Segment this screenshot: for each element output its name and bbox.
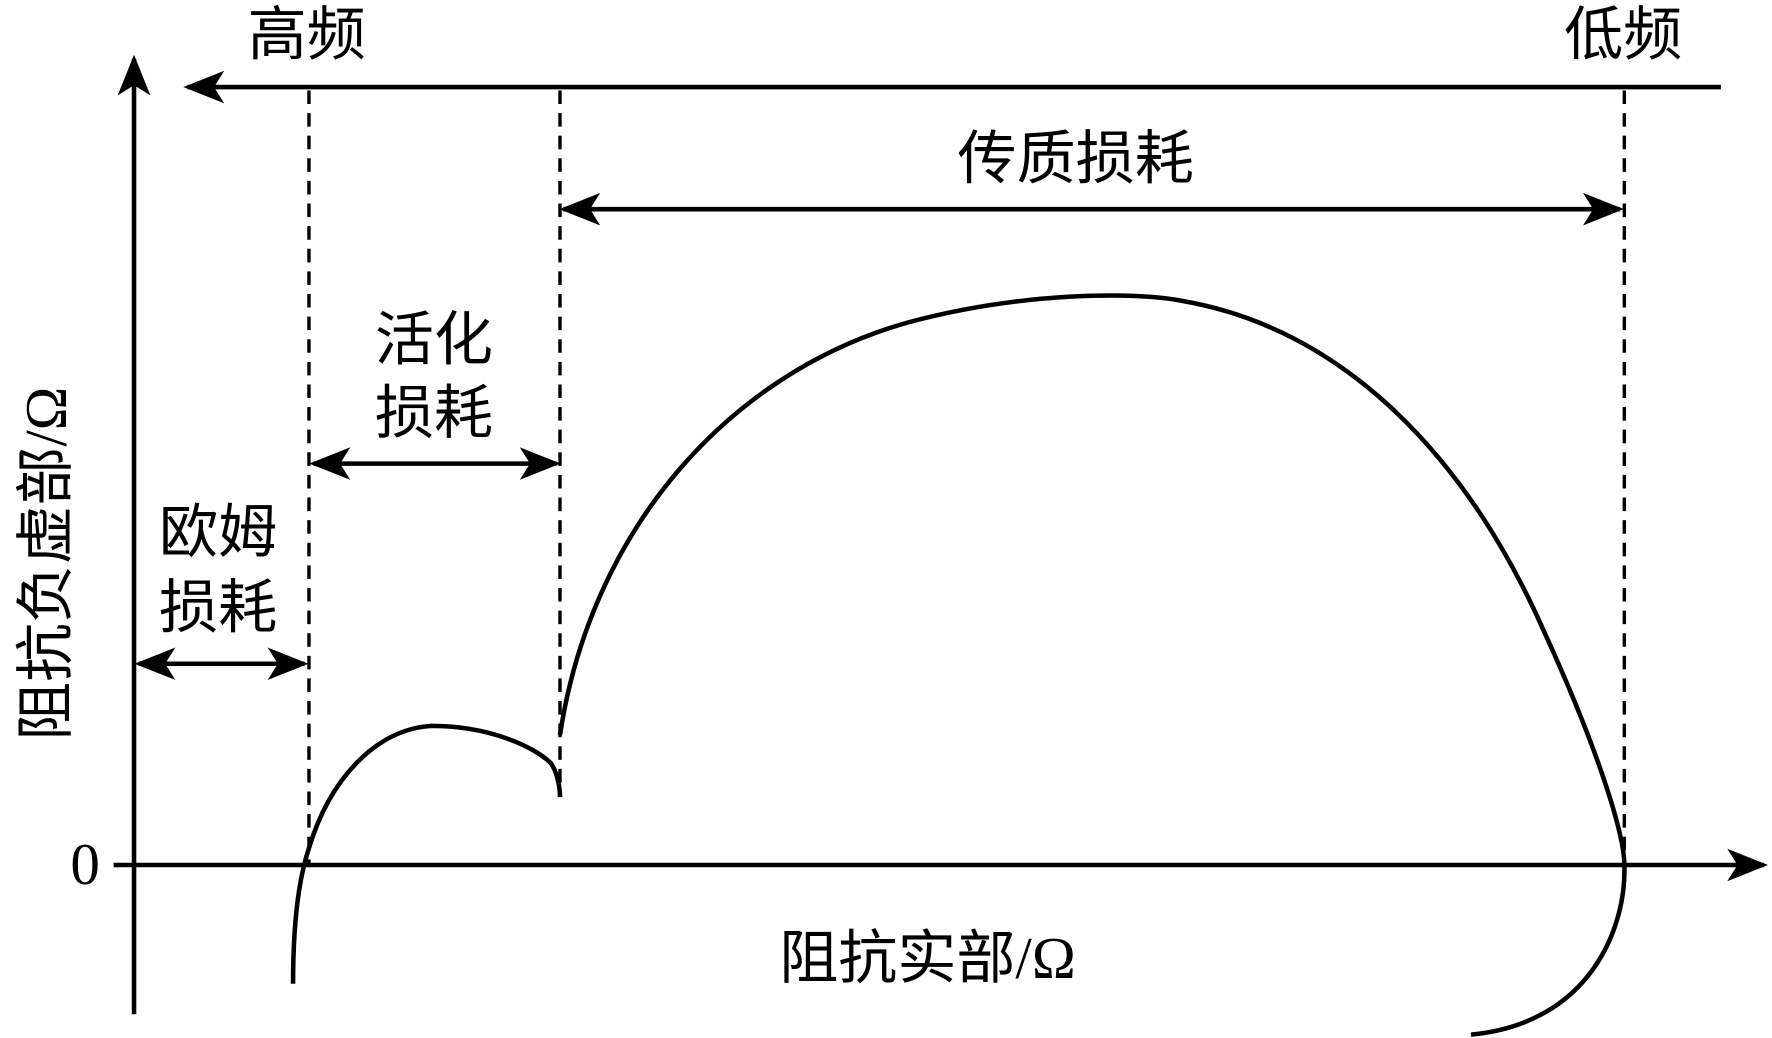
x-axis-label: 阻抗实部/Ω	[779, 925, 1076, 991]
activation-loss-label-line1: 活化	[375, 307, 493, 373]
high-frequency-label: 高频	[248, 1, 366, 67]
activation-loss-label-line2: 损耗	[375, 380, 493, 446]
ohmic-loss-label-line1: 欧姆	[159, 499, 277, 565]
ohmic-loss-label-line2: 损耗	[159, 575, 277, 641]
impedance-curve	[290, 293, 1627, 1037]
low-frequency-label: 低频	[1564, 1, 1682, 67]
mass-transfer-loss-label: 传质损耗	[958, 126, 1194, 192]
y-axis-label: 阻抗负虚部/Ω	[13, 387, 79, 741]
origin-tick-label: 0	[70, 831, 100, 897]
